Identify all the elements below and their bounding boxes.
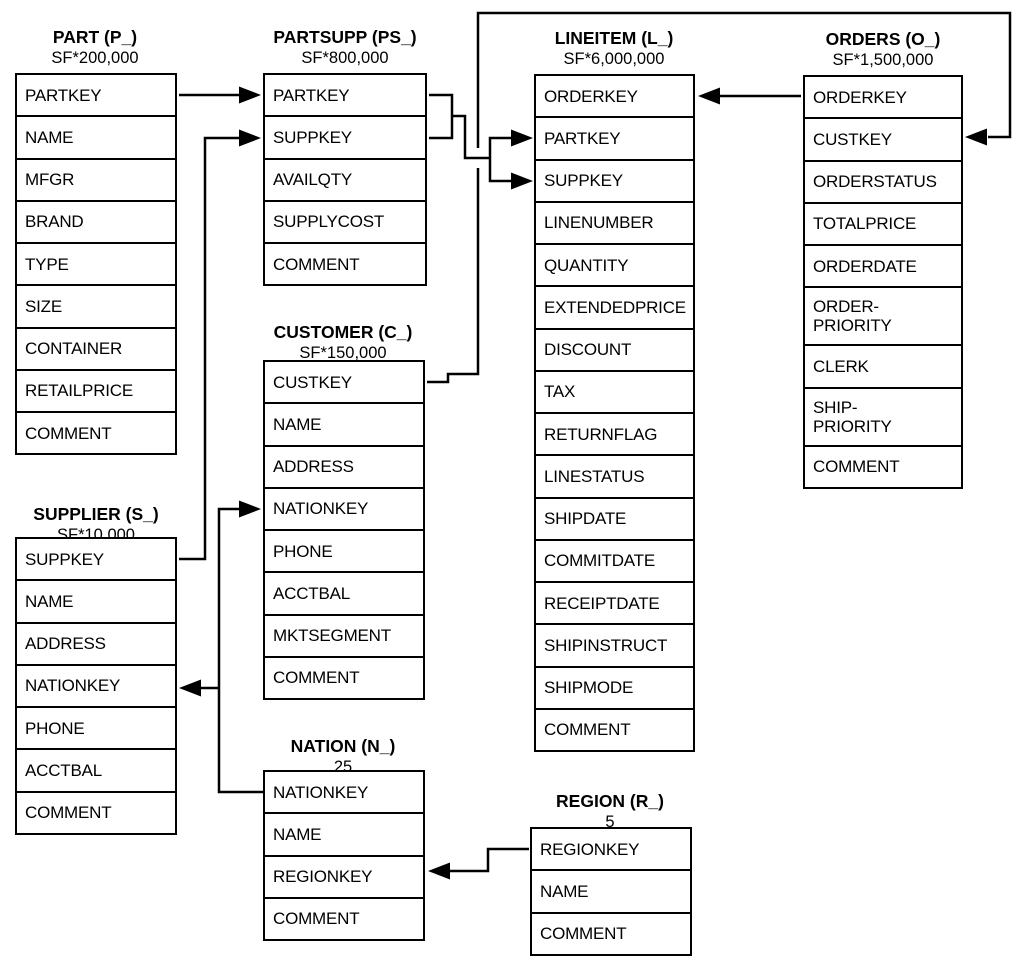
field-type: TYPE: [17, 244, 175, 287]
field-supplycost: SUPPLYCOST: [265, 202, 425, 244]
field-comment: COMMENT: [540, 924, 627, 944]
field-partkey: PARTKEY: [265, 75, 425, 118]
table-orders-title: ORDERS (O_): [825, 29, 941, 49]
field-container: CONTAINER: [17, 329, 175, 371]
field-retailprice: RETAILPRICE: [17, 371, 175, 413]
table-lineitem-cardinality: SF*6,000,000: [563, 50, 665, 68]
table-region-header: REGION (R_) 5: [510, 791, 710, 832]
table-part-header: PART (P_) SF*200,000: [0, 27, 195, 68]
field-partkey: PARTKEY: [17, 75, 175, 118]
field-comment: COMMENT: [25, 803, 112, 823]
fk-orders-orderkey-to-lineitem-orderkey-arrow: [698, 87, 801, 105]
field-linestatus: LINESTATUS: [536, 456, 693, 499]
field-availqty: AVAILQTY: [265, 160, 425, 202]
table-customer-cardinality: SF*150,000: [299, 344, 387, 362]
field-brand: BRAND: [17, 202, 175, 244]
field-address: ADDRESS: [17, 624, 175, 666]
fk-partsupp-to-lineitem-arrows: [429, 93, 533, 190]
field-shipmode: SHIPMODE: [536, 668, 693, 710]
field-clerk: CLERK: [805, 346, 961, 389]
table-lineitem-header: LINEITEM (L_) SF*6,000,000: [514, 28, 714, 69]
field-name: NAME: [265, 814, 423, 857]
field-name: NAME: [265, 404, 423, 447]
field-acctbal: ACCTBAL: [265, 573, 423, 616]
field-orderkey: ORDERKEY: [536, 76, 693, 119]
table-supplier-title: SUPPLIER (S_): [33, 504, 159, 524]
field-mfgr: MFGR: [17, 160, 175, 202]
field-mktsegment: MKTSEGMENT: [265, 616, 423, 658]
table-partsupp-header: PARTSUPP (PS_) SF*800,000: [245, 27, 445, 68]
fk-part-partkey-to-partsupp-partkey-arrow: [179, 86, 261, 104]
field-phone: PHONE: [265, 531, 423, 574]
field-orderdate: ORDERDATE: [805, 246, 961, 289]
field-shipinstruct: SHIPINSTRUCT: [536, 625, 693, 668]
field-name: NAME: [17, 117, 175, 160]
table-partsupp-cardinality: SF*800,000: [301, 49, 389, 67]
field-suppkey: SUPPKEY: [265, 117, 425, 160]
table-part-title: PART (P_): [52, 27, 138, 47]
field-phone: PHONE: [17, 708, 175, 751]
table-customer-header: CUSTOMER (C_) SF*150,000: [243, 322, 443, 363]
table-nation-title: NATION (N_): [290, 736, 396, 756]
field-nationkey: NATIONKEY: [265, 489, 423, 531]
field-ship-priority: SHIP-PRIORITY: [805, 389, 961, 447]
field-totalprice: TOTALPRICE: [805, 204, 961, 246]
field-orderkey: ORDERKEY: [805, 77, 961, 120]
table-region-title: REGION (R_): [556, 791, 664, 811]
field-orderstatus: ORDERSTATUS: [805, 162, 961, 204]
field-suppkey: SUPPKEY: [17, 539, 175, 582]
table-partsupp-title: PARTSUPP (PS_): [273, 27, 417, 47]
field-comment: COMMENT: [273, 909, 360, 929]
field-partkey: PARTKEY: [536, 118, 693, 161]
field-nationkey: NATIONKEY: [17, 666, 175, 708]
field-shipdate: SHIPDATE: [536, 499, 693, 541]
table-orders-header: ORDERS (O_) SF*1,500,000: [783, 29, 983, 70]
field-order-priority: ORDER-PRIORITY: [805, 288, 961, 347]
field-name: NAME: [532, 871, 690, 914]
table-part-cardinality: SF*200,000: [51, 49, 139, 67]
field-size: SIZE: [17, 286, 175, 329]
field-comment: COMMENT: [25, 423, 112, 443]
field-returnflag: RETURNFLAG: [536, 414, 693, 457]
fk-region-regionkey-to-nation-regionkey-arrow: [428, 847, 529, 880]
field-name: NAME: [17, 581, 175, 624]
field-receiptdate: RECEIPTDATE: [536, 583, 693, 626]
field-quantity: QUANTITY: [536, 245, 693, 288]
table-lineitem-title: LINEITEM (L_): [554, 28, 674, 48]
field-tax: TAX: [536, 372, 693, 414]
table-orders-cardinality: SF*1,500,000: [832, 51, 934, 69]
field-suppkey: SUPPKEY: [536, 161, 693, 203]
field-comment: COMMENT: [813, 457, 900, 477]
table-customer-title: CUSTOMER (C_): [273, 322, 413, 342]
field-extendedprice: EXTENDEDPRICE: [536, 287, 693, 330]
field-custkey: CUSTKEY: [265, 362, 423, 405]
field-commitdate: COMMITDATE: [536, 541, 693, 583]
field-linenumber: LINENUMBER: [536, 203, 693, 245]
field-comment: COMMENT: [273, 254, 360, 274]
table-region-cardinality: 5: [605, 813, 615, 831]
field-acctbal: ACCTBAL: [17, 750, 175, 793]
field-regionkey: REGIONKEY: [532, 829, 690, 872]
fk-nation-nationkey-to-supplier-nationkey-arrow: [179, 679, 219, 697]
field-regionkey: REGIONKEY: [265, 857, 423, 899]
field-custkey: CUSTKEY: [805, 119, 961, 162]
field-comment: COMMENT: [544, 720, 631, 740]
field-comment: COMMENT: [273, 668, 360, 688]
field-nationkey: NATIONKEY: [265, 772, 423, 815]
field-discount: DISCOUNT: [536, 330, 693, 372]
field-address: ADDRESS: [265, 447, 423, 489]
